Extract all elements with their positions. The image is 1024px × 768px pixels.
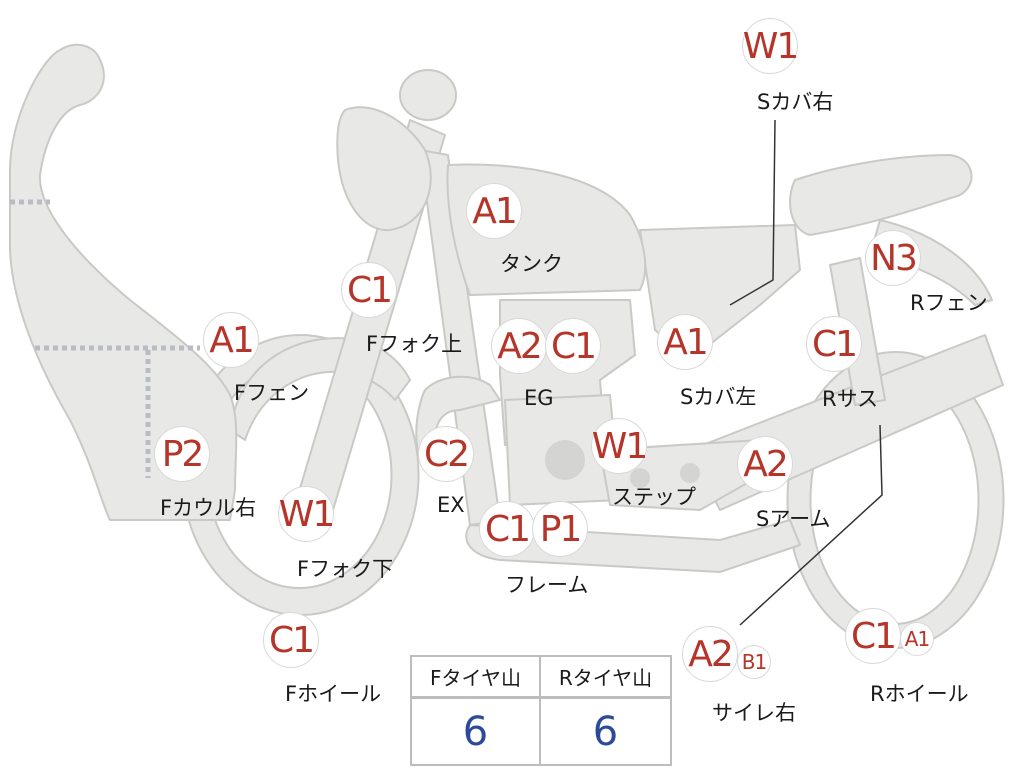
part-label: Sカバ左: [680, 385, 757, 409]
tire-tread-table: Fタイヤ山 Rタイヤ山 6 6: [410, 655, 672, 766]
part-label: ステップ: [612, 485, 696, 509]
code-badge: C1: [545, 318, 601, 374]
part-label: Rホイール: [870, 682, 969, 706]
part-label: Rフェン: [910, 291, 988, 315]
rear-tire-value: 6: [592, 708, 619, 755]
part-label: Fカウル右: [160, 496, 257, 520]
code-badge: B1: [737, 645, 771, 679]
front-tire-value: 6: [412, 699, 541, 764]
part-label: フレーム: [505, 573, 589, 597]
code-badge: C1: [341, 262, 397, 318]
code-badge: A2: [682, 626, 738, 682]
code-badge: P2: [154, 426, 210, 482]
code-badge: W1: [591, 418, 648, 474]
code-badge: W1: [742, 18, 799, 74]
part-label: EG: [524, 386, 554, 410]
part-label: Sカバ右: [757, 90, 834, 114]
mirror-shape: [399, 69, 457, 121]
code-badge: A2: [491, 318, 547, 374]
rear-tire-header: Rタイヤ山: [541, 657, 670, 699]
part-label: タンク: [500, 252, 563, 276]
part-label: Sアーム: [756, 507, 831, 531]
code-badge: A1: [900, 622, 934, 656]
code-badge: C1: [263, 612, 319, 668]
code-badge: A1: [466, 183, 522, 239]
code-badge: C1: [479, 501, 535, 557]
code-badge: A1: [203, 312, 259, 368]
part-label: サイレ右: [712, 701, 796, 725]
code-badge: A2: [737, 436, 793, 492]
code-badge: A1: [657, 314, 713, 370]
code-badge: C1: [845, 608, 901, 664]
part-label: Fホイール: [285, 682, 382, 706]
part-label: Fフォク上: [366, 332, 463, 356]
headlight-shape: [336, 106, 432, 232]
fairing-shape: [9, 43, 238, 521]
code-badge: C1: [806, 316, 862, 372]
code-badge: N3: [865, 230, 921, 286]
part-label: Fフェン: [234, 381, 310, 405]
seat-shape: [789, 154, 973, 236]
code-badge: P1: [532, 501, 588, 557]
part-label: Fフォク下: [297, 557, 394, 581]
code-badge: W1: [278, 486, 335, 542]
exhaust-shape: [415, 375, 501, 471]
code-badge: C2: [418, 426, 474, 482]
part-label: Rサス: [822, 387, 879, 411]
part-label: EX: [437, 493, 465, 517]
front-tire-header: Fタイヤ山: [412, 657, 541, 699]
